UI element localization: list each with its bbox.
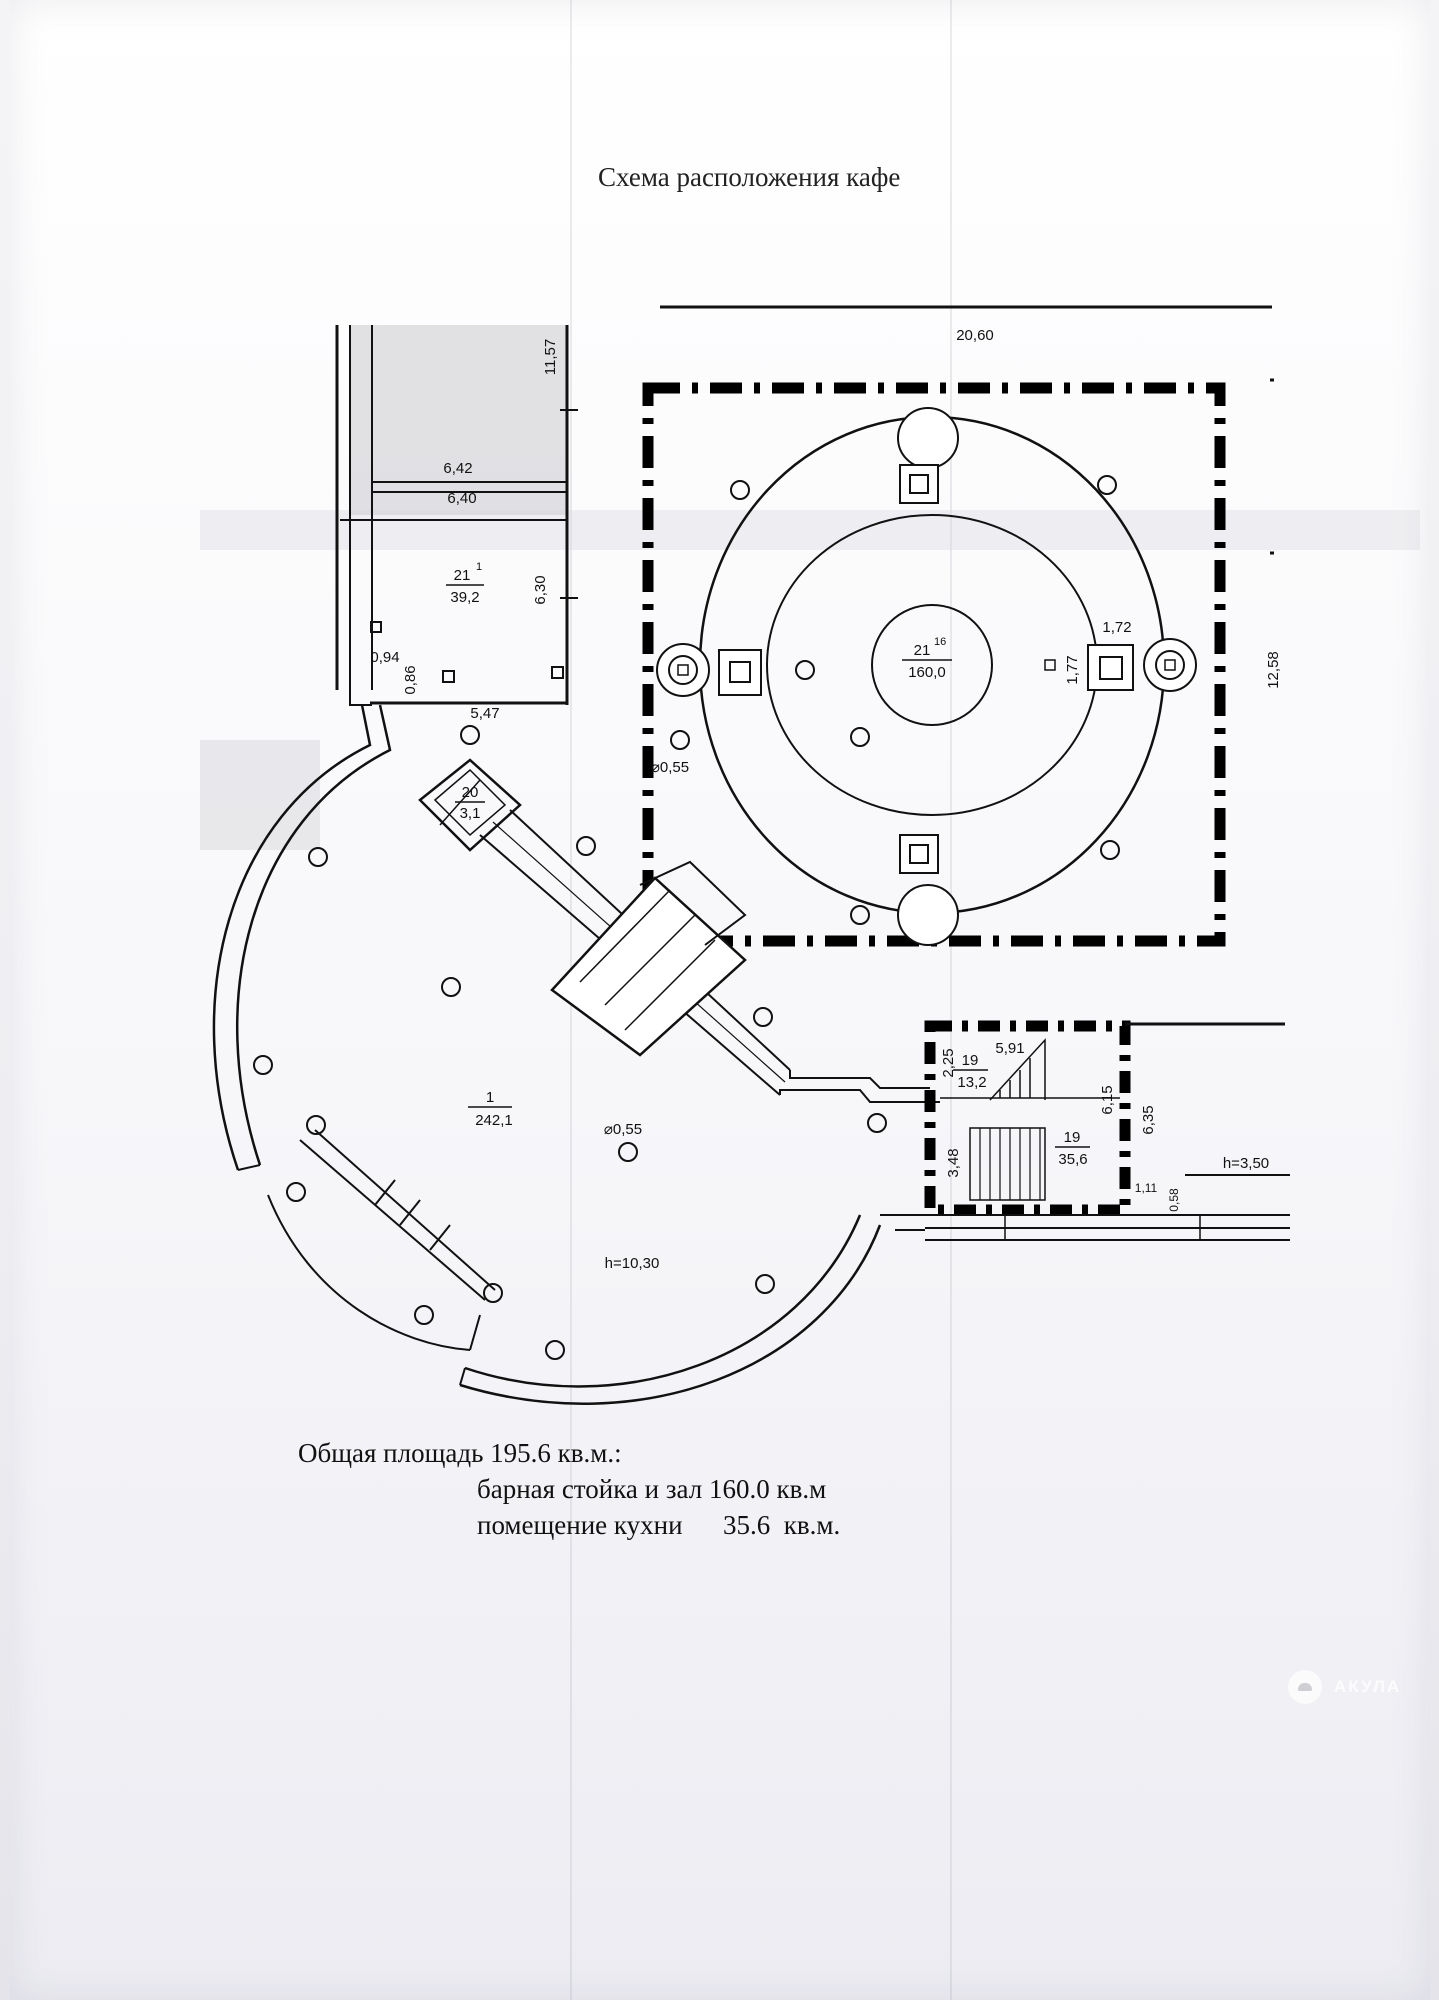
svg-text:19: 19 bbox=[962, 1052, 979, 1069]
kitchen-interior bbox=[880, 1022, 1290, 1241]
svg-text:21: 21 bbox=[914, 642, 931, 659]
floor-plan: 20,60 11,57 6,42 6,40 6,30 0,94 0,86 5,4… bbox=[200, 305, 1420, 1405]
room-label-21-1: 21 1 39,2 bbox=[446, 561, 484, 606]
svg-text:1: 1 bbox=[476, 561, 482, 573]
dimension-5-91: 5,91 bbox=[995, 1040, 1024, 1057]
scan-band bbox=[200, 510, 1420, 550]
summary-total: Общая площадь 195.6 кв.м.: bbox=[298, 1438, 622, 1468]
svg-text:19: 19 bbox=[1064, 1129, 1081, 1146]
watermark-text: АКУЛА bbox=[1334, 1677, 1402, 1696]
svg-text:160,0: 160,0 bbox=[908, 664, 946, 681]
svg-text:13,2: 13,2 bbox=[957, 1074, 986, 1091]
summary-bar-hall: барная стойка и зал 160.0 кв.м bbox=[477, 1474, 827, 1504]
dimension-0-94: 0,94 bbox=[370, 649, 399, 666]
dimension-right: 12,58 bbox=[1265, 651, 1282, 689]
svg-text:35,6: 35,6 bbox=[1058, 1151, 1087, 1168]
dimension-1-11: 1,11 bbox=[1135, 1181, 1158, 1195]
room-label-1: 1 242,1 bbox=[468, 1089, 513, 1129]
room-corridor bbox=[335, 325, 578, 706]
svg-text:242,1: 242,1 bbox=[475, 1112, 513, 1129]
dimension-5-47: 5,47 bbox=[470, 705, 499, 722]
dimension-diameter-left: ⌀0,55 bbox=[651, 759, 689, 776]
main-hall bbox=[212, 704, 940, 1405]
svg-text:39,2: 39,2 bbox=[450, 589, 479, 606]
dimension-diameter-hall: ⌀0,55 bbox=[604, 1121, 642, 1138]
dimension-6-15: 6,15 bbox=[1099, 1085, 1116, 1114]
dimension-6-30: 6,30 bbox=[532, 575, 549, 604]
room-label-19-upper: 19 13,2 bbox=[953, 1052, 988, 1091]
room-label-19-lower: 19 35,6 bbox=[1055, 1129, 1090, 1168]
dimension-6-35: 6,35 bbox=[1140, 1105, 1157, 1134]
dimension-top: 20,60 bbox=[956, 327, 994, 344]
dimension-2-25: 2,25 bbox=[940, 1048, 957, 1077]
paper-fold-line bbox=[950, 0, 952, 2000]
svg-text:16: 16 bbox=[934, 636, 946, 648]
dimension-corridor-length: 11,57 bbox=[542, 339, 559, 375]
bar-hall-rotunda bbox=[656, 407, 1197, 946]
svg-text:21: 21 bbox=[454, 567, 471, 584]
dimension-6-42: 6,42 bbox=[443, 460, 472, 477]
dimension-1-77: 1,77 bbox=[1064, 655, 1081, 684]
watermark: АКУЛА bbox=[1288, 1670, 1401, 1704]
hall-height: h=10,30 bbox=[605, 1255, 660, 1272]
dimension-0-58: 0,58 bbox=[1167, 1188, 1181, 1212]
svg-text:1: 1 bbox=[486, 1089, 494, 1106]
svg-text:3,1: 3,1 bbox=[460, 805, 481, 822]
room-label-20: 20 3,1 bbox=[455, 784, 485, 822]
room-label-21-16: 21 16 160,0 bbox=[902, 636, 952, 681]
paper-sheet bbox=[10, 0, 1430, 2000]
svg-text:20: 20 bbox=[462, 784, 479, 801]
dimension-1-72: 1,72 bbox=[1102, 619, 1131, 636]
dimension-3-48: 3,48 bbox=[945, 1148, 962, 1177]
summary-kitchen: помещение кухни 35.6 кв.м. bbox=[477, 1510, 841, 1540]
kitchen-boundary bbox=[924, 1020, 1131, 1216]
shark-logo-icon bbox=[1288, 1670, 1322, 1704]
document-title: Схема расположения кафе bbox=[598, 162, 901, 192]
dimension-0-86: 0,86 bbox=[402, 665, 419, 694]
side-height: h=3,50 bbox=[1223, 1155, 1269, 1172]
dimension-6-40: 6,40 bbox=[447, 490, 476, 507]
